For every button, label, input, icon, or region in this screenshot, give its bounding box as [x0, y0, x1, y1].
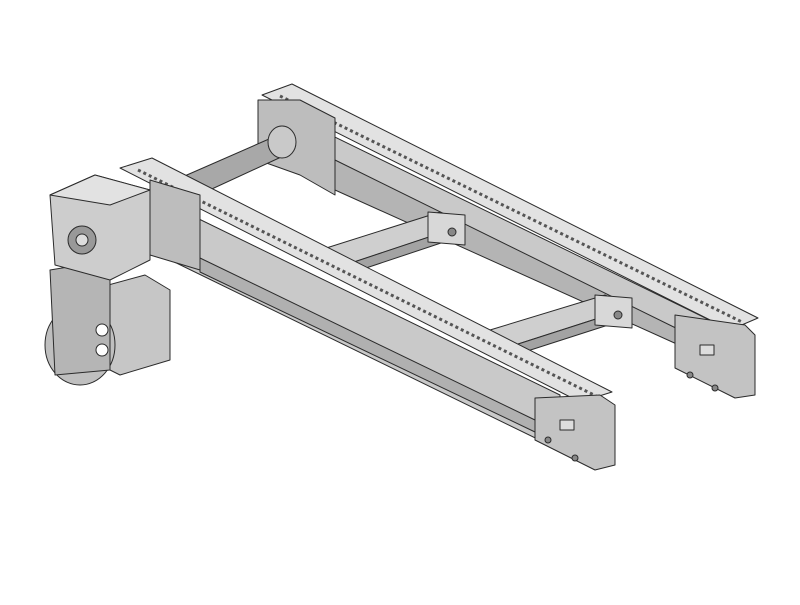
front-rail-top: [119, 157, 613, 403]
shaft-flange: [267, 125, 297, 159]
bolt-icon: [613, 310, 623, 320]
back-end-block: [674, 314, 756, 399]
end-bracket: [559, 419, 575, 431]
front-end-block: [534, 394, 616, 471]
end-bracket: [699, 344, 715, 356]
screw-icon: [95, 323, 109, 337]
bracket-2: [594, 294, 633, 329]
gearbox-top: [49, 174, 151, 206]
front-drive-block: [149, 179, 201, 271]
bolt-icon: [711, 384, 719, 392]
gear-motor: [44, 174, 171, 386]
screw-icon: [95, 343, 109, 357]
output-shaft-center: [75, 233, 89, 247]
front-rail: [119, 157, 616, 471]
bolt-icon: [686, 371, 694, 379]
bolt-icon: [447, 227, 457, 237]
back-rail-chain: [279, 94, 743, 324]
bolt-icon: [544, 436, 552, 444]
back-rail-top: [261, 83, 759, 331]
bracket-1: [427, 211, 466, 246]
bolt-icon: [571, 454, 579, 462]
front-rail-chain: [137, 168, 597, 398]
